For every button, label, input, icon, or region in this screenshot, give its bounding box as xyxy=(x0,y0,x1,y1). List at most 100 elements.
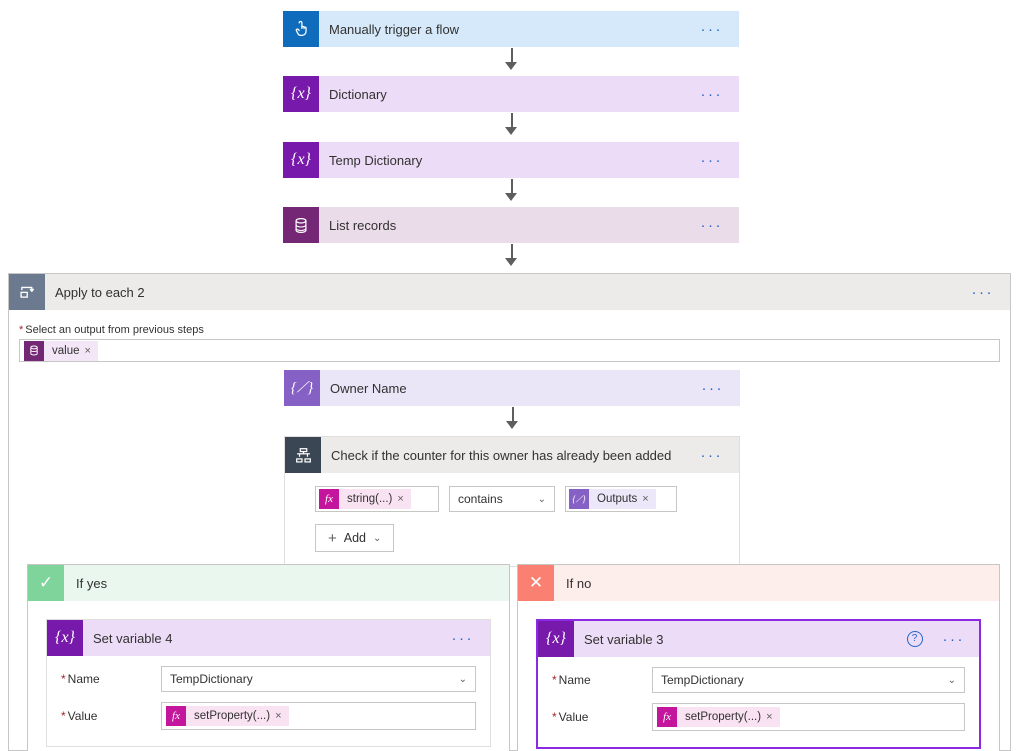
flow-node-owner-name[interactable]: {⟋} Owner Name ··· xyxy=(284,370,740,407)
flow-node-set-variable-4[interactable]: {x} Set variable 4 ··· *Name Tem xyxy=(46,619,491,747)
scope-apply-to-each[interactable]: Apply to each 2 ··· *Select an output fr… xyxy=(8,273,1011,751)
help-icon[interactable]: ? xyxy=(906,631,923,647)
chevron-down-icon: ⌄ xyxy=(947,674,956,686)
node-overflow-menu[interactable]: ··· xyxy=(700,20,723,38)
name-field-label: *Name xyxy=(61,672,100,686)
branch-if-no-body: {x} Set variable 3 ? ··· *Name xyxy=(518,601,999,749)
node-overflow-menu[interactable]: ··· xyxy=(700,216,723,234)
required-asterisk: * xyxy=(19,324,24,336)
connector-arrow xyxy=(506,421,518,429)
branch-if-no[interactable]: ✕ If no {x} Set variable 3 ? ··· xyxy=(517,564,1000,751)
node-overflow-menu[interactable]: ··· xyxy=(942,630,965,648)
required-asterisk: * xyxy=(61,672,66,686)
token-label: string(...) xyxy=(347,493,393,505)
node-overflow-menu[interactable]: ··· xyxy=(701,379,724,397)
variable-name-select[interactable]: TempDictionary ⌄ xyxy=(161,666,476,692)
chevron-down-icon: ⌄ xyxy=(373,532,382,544)
required-asterisk: * xyxy=(552,673,557,687)
name-field-row: *Name TempDictionary ⌄ xyxy=(552,667,965,693)
token-label: setProperty(...) xyxy=(194,710,271,722)
fx-icon: fx xyxy=(319,489,339,509)
connector-line xyxy=(511,48,513,64)
flow-node-condition[interactable]: Check if the counter for this owner has … xyxy=(284,436,740,567)
condition-body: fx string(...) × contains ⌄ {⟋} Outputs xyxy=(285,473,739,566)
value-field-row: *Value fx setProperty(...) × xyxy=(61,702,476,730)
flow-node-title: Owner Name xyxy=(330,380,407,396)
connector-arrow xyxy=(505,258,517,266)
node-overflow-menu[interactable]: ··· xyxy=(700,151,723,169)
value-field-label: *Value xyxy=(552,710,589,724)
token-remove-icon[interactable]: × xyxy=(766,711,773,723)
flow-node-title: Set variable 3 xyxy=(584,631,664,647)
close-x-icon: ✕ xyxy=(518,565,554,601)
branch-if-yes-header[interactable]: ✓ If yes xyxy=(28,565,509,601)
operator-value: contains xyxy=(458,492,503,506)
token-chip-setproperty[interactable]: fx setProperty(...) × xyxy=(657,707,780,727)
node-overflow-menu[interactable]: ··· xyxy=(451,629,474,647)
flow-node-title: Dictionary xyxy=(329,86,387,102)
flow-node-title: Temp Dictionary xyxy=(329,152,423,168)
chevron-down-icon: ⌄ xyxy=(458,673,467,685)
condition-title: Check if the counter for this owner has … xyxy=(331,447,672,463)
connector-line xyxy=(512,407,514,425)
required-asterisk: * xyxy=(552,710,557,724)
token-remove-icon[interactable]: × xyxy=(84,344,91,357)
branch-label: If no xyxy=(566,575,592,591)
token-chip-outputs[interactable]: {⟋} Outputs × xyxy=(569,489,656,509)
flow-node-list-records[interactable]: List records ··· xyxy=(283,207,739,244)
scope-output-input[interactable]: value × xyxy=(19,339,1000,362)
set-variable-3-body: *Name TempDictionary ⌄ *Valu xyxy=(538,657,979,747)
variable-braces-icon: {x} xyxy=(283,76,319,112)
flow-node-temp-dictionary[interactable]: {x} Temp Dictionary ··· xyxy=(283,142,739,179)
flow-node-dictionary[interactable]: {x} Dictionary ··· xyxy=(283,76,739,113)
token-chip-string[interactable]: fx string(...) × xyxy=(319,489,411,509)
scope-overflow-menu[interactable]: ··· xyxy=(971,283,994,301)
scope-header[interactable]: Apply to each 2 ··· xyxy=(9,274,1010,310)
connector-line xyxy=(511,179,513,195)
branch-if-yes-body: {x} Set variable 4 ··· *Name Tem xyxy=(28,601,509,747)
connector-line xyxy=(511,113,513,129)
scope-field-label: *Select an output from previous steps xyxy=(19,324,204,336)
chevron-down-icon: ⌄ xyxy=(537,493,546,505)
value-field-label: *Value xyxy=(61,709,98,723)
condition-left-operand[interactable]: fx string(...) × xyxy=(315,486,439,512)
token-chip-setproperty[interactable]: fx setProperty(...) × xyxy=(166,706,289,726)
variable-name-select[interactable]: TempDictionary ⌄ xyxy=(652,667,965,693)
token-remove-icon[interactable]: × xyxy=(397,493,404,505)
variable-value-input[interactable]: fx setProperty(...) × xyxy=(161,702,476,730)
branch-if-no-header[interactable]: ✕ If no xyxy=(518,565,999,601)
token-chip-value[interactable]: value × xyxy=(24,340,98,361)
condition-operator-select[interactable]: contains ⌄ xyxy=(449,486,555,512)
variable-braces-icon: {x} xyxy=(538,621,574,657)
database-icon xyxy=(24,340,44,361)
flow-node-trigger[interactable]: Manually trigger a flow ··· xyxy=(283,11,739,48)
connector-arrow xyxy=(505,193,517,201)
flow-node-title: List records xyxy=(329,217,397,233)
condition-right-operand[interactable]: {⟋} Outputs × xyxy=(565,486,677,512)
add-condition-button[interactable]: + Add ⌄ xyxy=(315,524,395,552)
branch-if-yes[interactable]: ✓ If yes {x} Set variable 4 ··· xyxy=(27,564,510,751)
connector-arrow xyxy=(505,62,517,70)
scope-input-area: *Select an output from previous steps va… xyxy=(9,310,1010,362)
value-field-row: *Value fx setProperty(...) × xyxy=(552,703,965,731)
flow-node-title: Set variable 4 xyxy=(93,630,173,646)
token-label: Outputs xyxy=(597,493,638,505)
node-overflow-menu[interactable]: ··· xyxy=(700,85,723,103)
condition-branch-icon xyxy=(285,437,321,473)
variable-value-input[interactable]: fx setProperty(...) × xyxy=(652,703,965,731)
branch-label: If yes xyxy=(76,575,108,591)
condition-overflow-menu[interactable]: ··· xyxy=(700,446,723,464)
loop-foreach-icon xyxy=(9,274,45,310)
connector-line xyxy=(511,244,513,262)
name-field-label: *Name xyxy=(552,673,591,687)
compose-braces-icon: {⟋} xyxy=(569,489,589,509)
tap-hand-icon xyxy=(283,11,319,47)
add-button-label: Add xyxy=(343,531,367,545)
token-remove-icon[interactable]: × xyxy=(642,493,649,505)
flow-node-set-variable-3[interactable]: {x} Set variable 3 ? ··· *Name xyxy=(536,619,981,749)
scope-title: Apply to each 2 xyxy=(55,284,145,300)
set-variable-4-body: *Name TempDictionary ⌄ *Valu xyxy=(47,656,490,746)
token-remove-icon[interactable]: × xyxy=(275,710,282,722)
connector-arrow xyxy=(505,127,517,135)
